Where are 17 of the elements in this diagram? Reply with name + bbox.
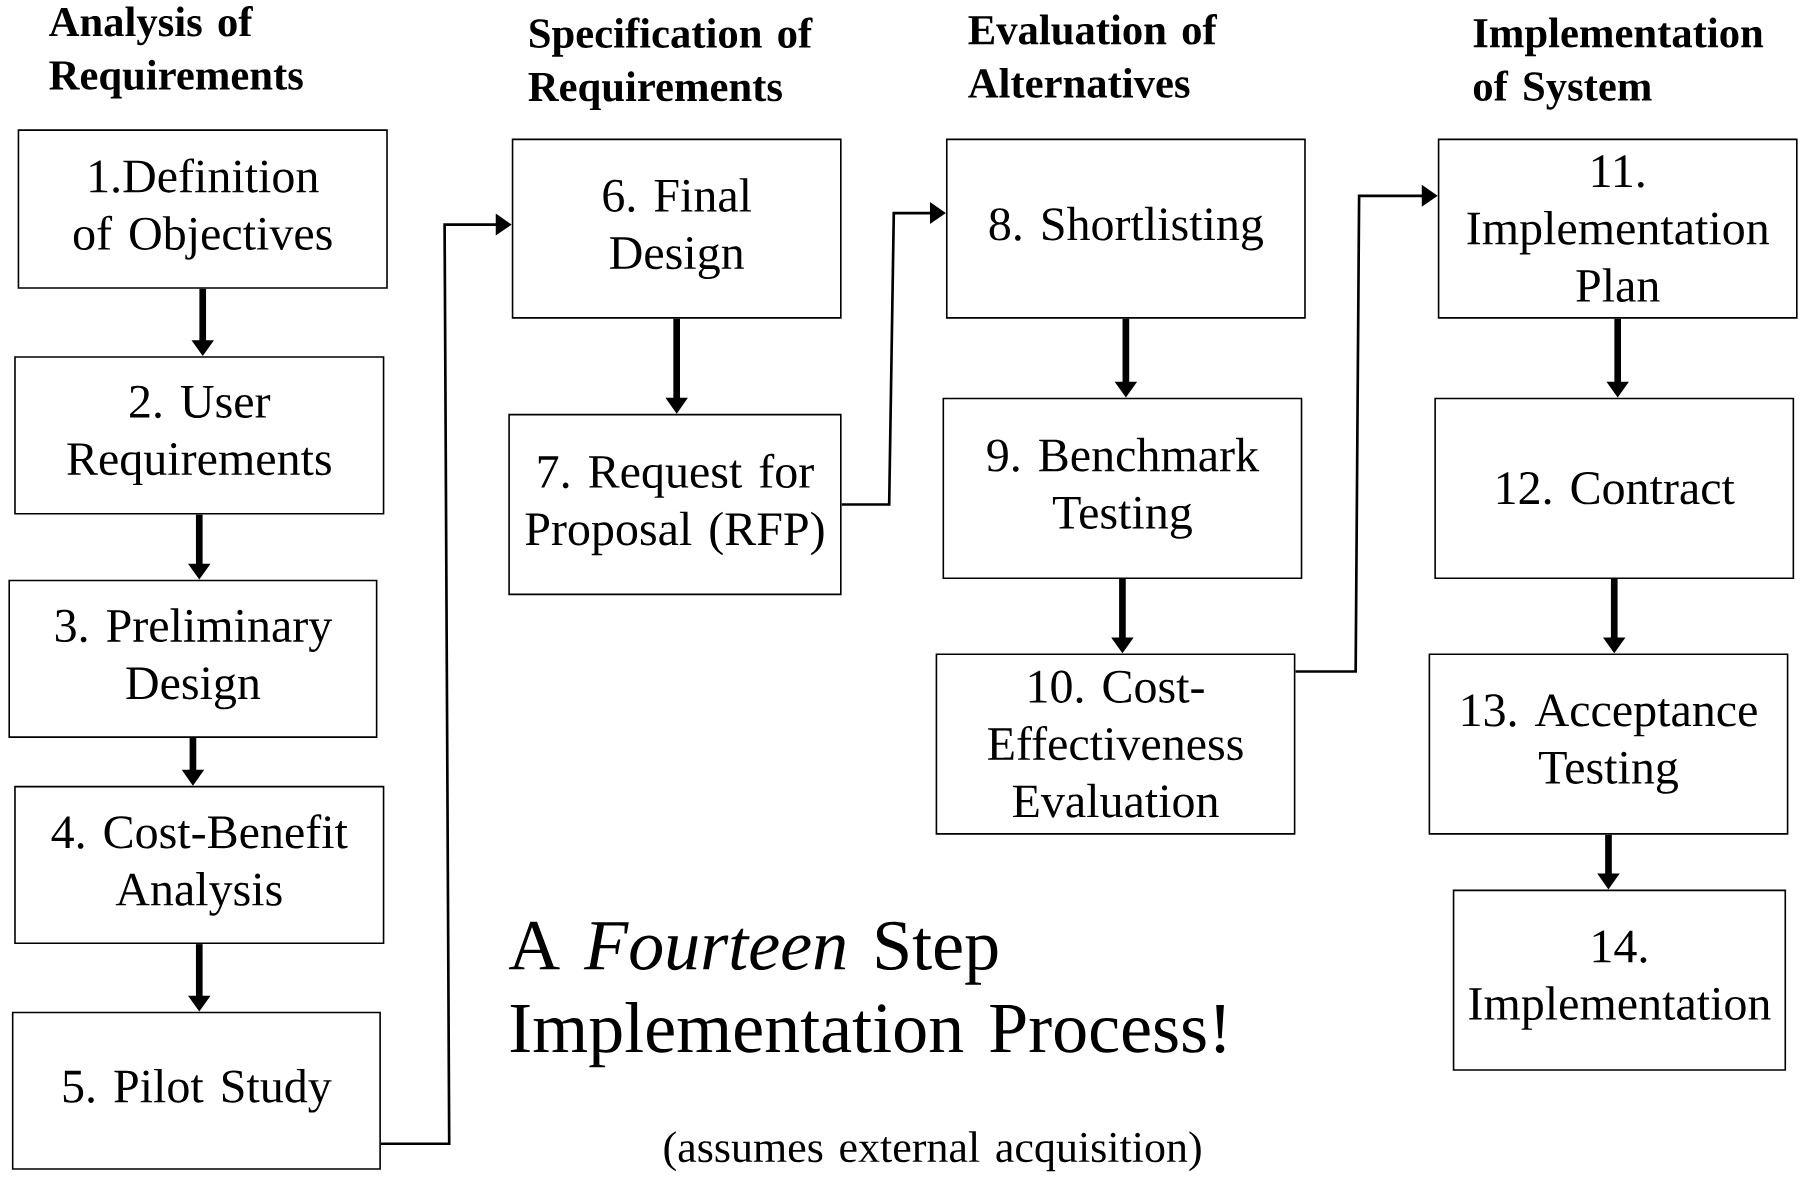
process-box: 8. Shortlisting [945, 138, 1306, 319]
process-box: 2. User Requirements [14, 356, 385, 515]
process-box: 6. Final Design [511, 138, 842, 319]
process-box: 11. Implementation Plan [1437, 138, 1798, 319]
process-box: 13. Acceptance Testing [1428, 653, 1789, 835]
process-box: 1.Definition of Objectives [17, 129, 388, 289]
process-box: 4. Cost-Benefit Analysis [14, 786, 385, 945]
process-box: 12. Contract [1434, 397, 1795, 580]
column-heading: Evaluation of Alternatives [968, 14, 1218, 99]
process-box: 3. Preliminary Design [8, 579, 378, 739]
process-box: 5. Pilot Study [11, 1011, 381, 1170]
title-text: A Fourteen Step Implementation Process! [508, 921, 1225, 1068]
process-box: 14. Implementation [1452, 889, 1787, 1071]
process-box: 10. Cost-Effectiveness Evaluation [935, 653, 1296, 835]
process-box: 7. Request for Proposal (RFP) [508, 414, 842, 596]
process-box: 9. Benchmark Testing [942, 397, 1303, 580]
note-text: (assumes external acquisition) [664, 1131, 1201, 1172]
